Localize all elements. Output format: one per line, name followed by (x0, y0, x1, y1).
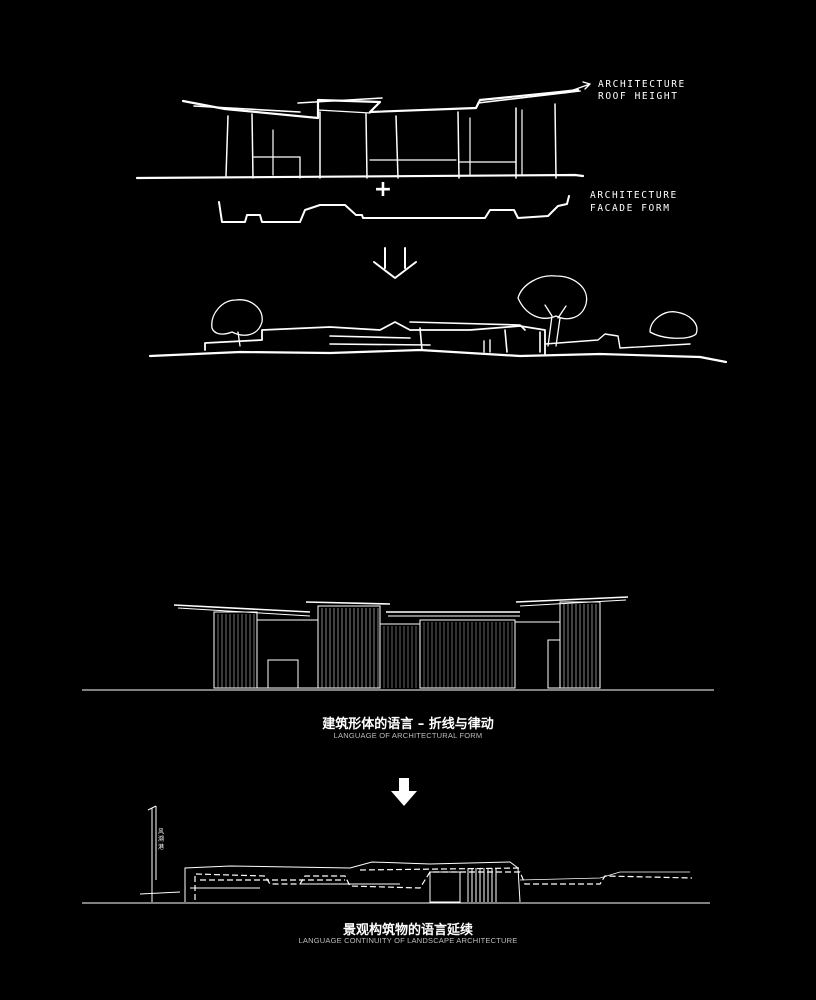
elevation-fins-1 (217, 614, 255, 688)
sketch-facade-form (218, 195, 570, 223)
tree-icon (649, 311, 698, 339)
sketch-roof-label-line2: ROOF HEIGHT (598, 91, 679, 102)
landscape-signpost (147, 805, 157, 902)
landscape-structure (139, 861, 521, 903)
tree-icon (517, 275, 588, 347)
sketch-ground-line (135, 173, 585, 180)
elevation-fins-2 (321, 608, 379, 688)
sketch-plus-symbol: + (374, 177, 392, 202)
elevation-fins-3 (383, 622, 513, 688)
sketch-facade-label-line1: ARCHITECTURE (590, 190, 678, 201)
sketch-facade-label-line2: FACADE FORM (590, 203, 671, 214)
down-arrow-icon (391, 778, 417, 806)
sketch-roof-outline (181, 88, 581, 120)
double-down-arrow-icon (373, 247, 417, 279)
landscape-dashed-profile (194, 867, 693, 900)
landscape-sign-text: 风 溯 港 (157, 828, 164, 851)
landscape-caption-subtitle: LANGUAGE CONTINUITY OF LANDSCAPE ARCHITE… (298, 936, 518, 945)
elevation-fins-4 (563, 604, 597, 688)
elevation-caption-title: 建筑形体的语言 – 折线与律动 (322, 717, 494, 732)
elevation-facade (213, 601, 601, 689)
landscape-caption-title: 景观构筑物的语言延续 (342, 923, 473, 938)
elevation-caption-subtitle: LANGUAGE OF ARCHITECTURAL FORM (333, 731, 483, 740)
sketch-building-body (225, 103, 557, 179)
landscape-right-edge (519, 871, 690, 881)
sketch-roof-label-line1: ARCHITECTURE (598, 79, 686, 90)
tree-icon (211, 299, 263, 347)
sketch-site-section (148, 321, 728, 364)
sketch-roof-label-arrow (564, 81, 591, 94)
